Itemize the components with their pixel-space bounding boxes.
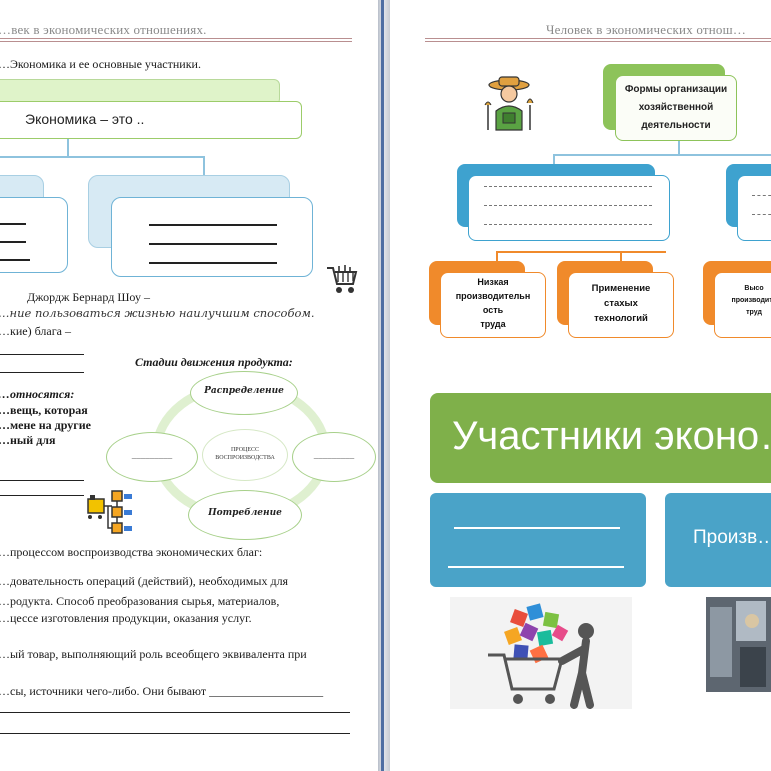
blank-line (0, 480, 84, 481)
header-rule (425, 38, 771, 42)
stages-title: Стадии движения продукта: (135, 355, 293, 369)
feature-line: производите (731, 297, 771, 304)
feature-line: производительн (455, 291, 531, 301)
document-page-left: …век в экономических отношениях. …Эконом… (0, 0, 378, 771)
stage-ellipse-right (292, 432, 376, 482)
blank-line (0, 495, 84, 496)
blank-line (0, 712, 350, 713)
form-type-box-right (737, 175, 771, 241)
running-head: …век в экономических отношениях. (0, 22, 207, 37)
technology-line-1: …довательность операций (действий), необ… (0, 574, 289, 588)
industrial-worker-photo (706, 597, 771, 692)
feature-line: стахых (604, 298, 638, 309)
connector (553, 154, 555, 166)
blank-line (454, 527, 620, 529)
feature-box-low-productivity: Низкая производительн ость труда (440, 272, 546, 338)
blank-line (448, 566, 624, 568)
feature-line: труд (746, 309, 762, 316)
blank-line (484, 224, 652, 225)
forms-box: Формы организации хозяйственной деятельн… (615, 75, 737, 141)
blank-line (0, 733, 350, 734)
relate-label: …относятся: (0, 387, 75, 401)
technology-line-3: …цессе изготовления продукции, оказания … (0, 611, 252, 625)
participant-tile-blank (430, 493, 646, 587)
process-center-label: ПРОЦЕСС ВОСПРОИЗВОДСТВА (215, 447, 275, 461)
relate-line-3: …ный для (0, 433, 56, 447)
stage-distribution-label: Распределение (204, 386, 284, 396)
feature-box-old-technology: Применение стахых технологий (568, 272, 674, 338)
feature-line: ость (482, 305, 504, 315)
blank-line (149, 243, 277, 245)
category-box-right (111, 197, 313, 277)
money-definition: …ый товар, выполняющий роль всеобщего эк… (0, 647, 307, 661)
connector (67, 139, 69, 157)
feature-line: Высо (744, 285, 764, 292)
factory-conveyor-icon (87, 490, 132, 534)
blank-line (752, 214, 771, 215)
technology-line-2: …родукта. Способ преобразования сырья, м… (0, 594, 280, 608)
definition-box: Экономика – это .. (0, 101, 302, 139)
blank-line (149, 262, 277, 264)
participant-tile-producers: Произв… (665, 493, 771, 587)
blank-line (0, 223, 26, 225)
connector (620, 251, 622, 263)
participants-banner: Участники эконо… (430, 393, 771, 483)
resources-definition: …сы, источники чего-либо. Они бывают ___… (0, 684, 324, 698)
connector (678, 141, 680, 155)
section-title: …Экономика и ее основные участники. (0, 57, 201, 71)
blank-line (484, 205, 652, 206)
feature-line: технологий (594, 313, 648, 324)
stage-left-blank: _________ (131, 449, 173, 459)
process-center (202, 429, 288, 481)
connector (0, 156, 203, 158)
running-head: Человек в экономических отнош… (546, 22, 747, 37)
farmer-icon (484, 76, 534, 131)
quote-text: …ние пользоваться жизнью наилучшим спосо… (0, 306, 315, 320)
form-type-box (468, 175, 670, 241)
shopper-with-cart-icon (450, 597, 632, 709)
stage-ellipse-left (106, 432, 198, 482)
process-definition: …процессом воспроизводства экономических… (0, 545, 263, 559)
shopping-cart-icon (327, 265, 358, 293)
feature-line: Низкая (477, 277, 509, 287)
stage-consumption-label: Потребление (208, 508, 282, 518)
connector (496, 251, 666, 253)
stage-right-blank: _________ (313, 449, 355, 459)
feature-line: труда (480, 319, 506, 329)
blank-line (0, 259, 30, 261)
document-page-right: Человек в экономических отнош… Формы орг… (390, 0, 771, 771)
quote-author: Джордж Бернард Шоу – (27, 290, 150, 304)
feature-box-high-productivity: Высо производите труд (714, 272, 771, 338)
blank-line (752, 195, 771, 196)
stage-ellipse-consumption (188, 490, 302, 540)
blank-line (484, 186, 652, 187)
blank-line (0, 354, 84, 355)
connector (553, 154, 771, 156)
header-rule (0, 38, 352, 42)
connector (496, 251, 498, 263)
relate-line-2: …мене на другие (0, 418, 91, 432)
blank-line (0, 241, 26, 243)
page-gutter (378, 0, 390, 771)
relate-line-1: …вещь, которая (0, 403, 88, 417)
goods-definition: …кие) блага – (0, 324, 71, 338)
connector (203, 156, 205, 176)
category-box-left (0, 197, 68, 273)
blank-line (149, 224, 277, 226)
blank-line (0, 372, 84, 373)
stage-ellipse-distribution (190, 371, 298, 415)
page-separator (381, 0, 384, 771)
feature-line: Применение (591, 283, 651, 294)
